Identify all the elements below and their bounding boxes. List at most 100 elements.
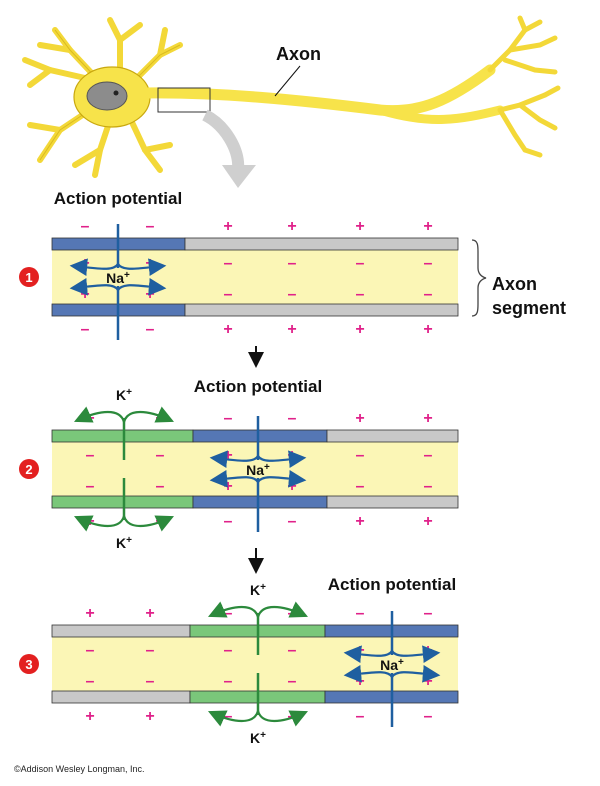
k-efflux: K+ K+ — [207, 582, 309, 746]
minus-charge: – — [356, 605, 365, 622]
step-number: 2 — [25, 462, 32, 477]
membrane-resting — [184, 303, 459, 317]
minus-charge: – — [146, 321, 155, 338]
na-arrow — [209, 470, 259, 488]
k-ion-label: K+ — [250, 730, 266, 746]
action-potential-label: Action potential — [54, 189, 182, 208]
axon-label: Axon — [276, 44, 321, 64]
minus-charge: – — [424, 286, 433, 303]
plus-charge: + — [85, 708, 94, 725]
axon-interior — [52, 250, 458, 304]
minus-charge: – — [424, 478, 433, 495]
plus-charge: + — [145, 605, 154, 622]
plus-charge: + — [80, 255, 89, 272]
na-arrow — [257, 470, 307, 488]
k-ion-label: K+ — [250, 582, 266, 598]
zoom-arrow — [201, 109, 245, 171]
k-ion-label: K+ — [116, 535, 132, 551]
membrane-depolarized — [192, 495, 328, 509]
minus-charge: – — [86, 478, 95, 495]
minus-charge: – — [288, 286, 297, 303]
minus-charge: – — [424, 605, 433, 622]
plus-charge: + — [223, 321, 232, 338]
step-number: 1 — [25, 270, 32, 285]
axon-shaft — [139, 64, 496, 117]
minus-charge: – — [288, 642, 297, 659]
na-arrow — [69, 278, 119, 296]
step-badge-circle — [19, 654, 39, 674]
step-number: 3 — [25, 657, 32, 672]
minus-charge: – — [288, 605, 297, 622]
plus-charge: + — [423, 321, 432, 338]
na-arrow — [209, 450, 259, 468]
minus-charge: – — [146, 673, 155, 690]
minus-charge: – — [356, 447, 365, 464]
plus-charge: + — [85, 410, 94, 427]
plus-charge: + — [223, 478, 232, 495]
plus-charge: + — [287, 447, 296, 464]
k-arrow — [122, 406, 175, 423]
minus-charge: – — [424, 708, 433, 725]
plus-charge: + — [287, 321, 296, 338]
plus-charge: + — [145, 708, 154, 725]
na-arrow — [117, 278, 167, 296]
minus-charge: – — [156, 447, 165, 464]
plus-charge: + — [80, 286, 89, 303]
minus-charge: – — [146, 218, 155, 235]
plus-charge: + — [223, 218, 232, 235]
membrane-resting — [184, 237, 459, 251]
minus-charge: – — [224, 605, 233, 622]
minus-charge: – — [424, 447, 433, 464]
minus-charge: – — [288, 673, 297, 690]
minus-charge: – — [224, 286, 233, 303]
minus-charge: – — [424, 255, 433, 272]
minus-charge: – — [86, 642, 95, 659]
plus-charge: + — [423, 218, 432, 235]
na-arrow — [343, 645, 393, 663]
k-arrow — [73, 406, 126, 423]
nucleus — [86, 81, 128, 111]
plus-charge: + — [423, 410, 432, 427]
step-badge: 1 — [19, 267, 39, 287]
minus-charge: – — [224, 673, 233, 690]
na-arrow — [391, 665, 441, 683]
plus-charge: + — [223, 447, 232, 464]
minus-charge: – — [224, 513, 233, 530]
plus-charge: + — [355, 642, 364, 659]
minus-charge: – — [356, 478, 365, 495]
na-arrow — [391, 645, 441, 663]
minus-charge: – — [288, 513, 297, 530]
zoom-box — [157, 87, 211, 113]
plus-charge: + — [287, 478, 296, 495]
axon-terminals — [487, 15, 561, 158]
neuron-illustration: Axon — [22, 15, 561, 188]
plus-charge: + — [287, 218, 296, 235]
action-potential-label: Action potential — [194, 377, 322, 396]
minus-charge: – — [224, 410, 233, 427]
minus-charge: – — [224, 255, 233, 272]
membrane-resting — [326, 495, 459, 509]
axon-segment-bracket: Axon segment — [471, 239, 566, 318]
minus-charge: – — [224, 708, 233, 725]
axon-interior — [52, 637, 458, 691]
minus-charge: – — [224, 642, 233, 659]
k-arrow — [122, 515, 175, 532]
k-arrow — [256, 601, 309, 618]
membrane-repolarizing — [51, 429, 194, 443]
plus-charge: + — [355, 513, 364, 530]
minus-charge: – — [146, 642, 155, 659]
plus-charge: + — [85, 605, 94, 622]
step-badge-circle — [19, 459, 39, 479]
plus-charge: + — [145, 286, 154, 303]
axon-segment-label-1: Axon — [492, 274, 537, 294]
k-ion-label: K+ — [116, 387, 132, 403]
membrane-depolarized — [192, 429, 328, 443]
copyright: ©Addison Wesley Longman, Inc. — [14, 764, 145, 774]
minus-charge: – — [356, 255, 365, 272]
na-arrow — [343, 665, 393, 683]
